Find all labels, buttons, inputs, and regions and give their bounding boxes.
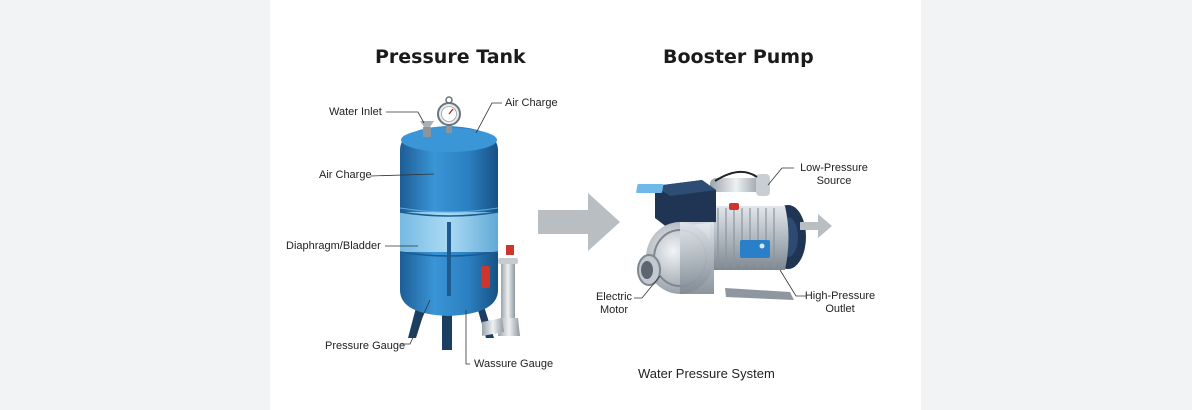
label-low-pressure-source: Low-Pressure Source <box>796 162 872 188</box>
label-pressure-gauge: Pressure Gauge <box>325 340 406 352</box>
inlet-pipe <box>710 178 762 192</box>
label-low-pressure-line1: Low-Pressure <box>800 162 868 174</box>
diagram-caption: Water Pressure System <box>638 366 775 381</box>
label-water-inlet: Water Inlet <box>329 106 382 118</box>
outlet-pipe-elbow <box>482 318 504 336</box>
pump-red-button <box>729 203 739 210</box>
diagram-canvas: Pressure Tank Booster Pump <box>270 0 921 410</box>
electric-motor-body <box>710 206 789 270</box>
pump-leader-lines <box>634 167 806 299</box>
label-air-charge-top: Air Charge <box>505 97 558 109</box>
label-electric-line2: Motor <box>599 304 629 316</box>
outlet-flow-arrow <box>800 214 832 238</box>
label-wassure-gauge: Wassure Gauge <box>474 358 554 370</box>
pipe-red-cap <box>506 245 514 255</box>
water-inlet-valve <box>423 127 431 137</box>
label-electric-motor: Electric Motor <box>592 291 636 317</box>
tank-leg-center <box>442 305 452 350</box>
label-air-charge-side: Air Charge <box>319 169 372 181</box>
booster-pump <box>636 170 832 300</box>
label-high-pressure-line1: High-Pressure <box>804 290 876 302</box>
label-high-pressure-line2: Outlet <box>825 303 855 315</box>
control-display <box>636 184 664 193</box>
label-electric-line1: Electric <box>595 291 633 303</box>
pressure-tank-title: Pressure Tank <box>375 46 526 68</box>
label-diaphragm: Diaphragm/Bladder <box>286 240 381 252</box>
flow-arrow <box>538 193 620 251</box>
booster-pump-title: Booster Pump <box>663 46 814 68</box>
label-low-pressure-line2: Source <box>816 175 852 187</box>
dip-tube <box>447 222 451 296</box>
label-high-pressure-outlet: High-Pressure Outlet <box>804 290 876 316</box>
power-cable <box>714 170 758 182</box>
pump-base <box>725 288 794 300</box>
motor-label-plate <box>740 240 770 258</box>
tank-red-valve <box>481 266 490 288</box>
diagram-illustration <box>370 96 832 365</box>
tank-leader-lines <box>370 102 502 365</box>
outlet-pipe-vertical <box>501 258 515 328</box>
pressure-tank <box>399 96 520 350</box>
